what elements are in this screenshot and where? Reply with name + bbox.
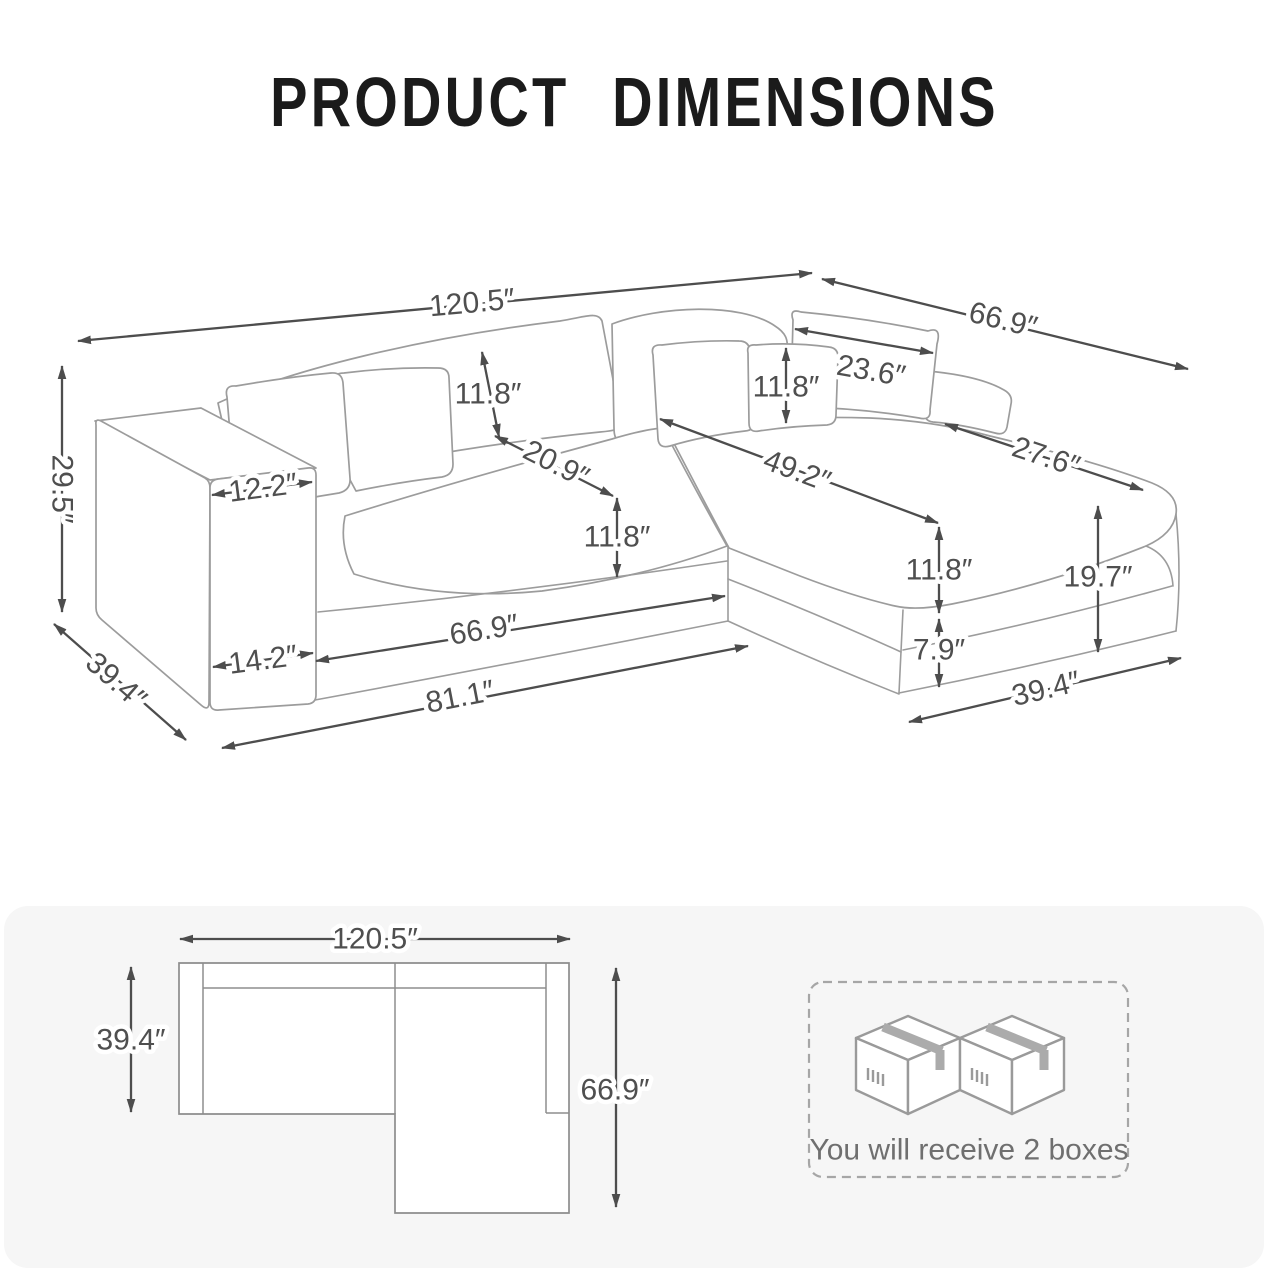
dim-total-width-arrow (77, 269, 813, 345)
shipping-card: You will receive 2 boxes (807, 980, 1130, 1179)
dim-chaise-base-width: 39.4″ (908, 656, 1182, 724)
dim-left-section-width-label: 81.1″ (423, 674, 497, 720)
dim-left-section-width-arrow (221, 644, 749, 750)
dim-toss-pillow-height: 11.8″ (748, 347, 824, 424)
dim-sofa-depth-arrow (53, 623, 187, 741)
floor-plan-outline (178, 962, 570, 1214)
dim-toss-pillow-height-label: 11.8″ (753, 371, 820, 404)
dim-chaise-seat-length-arrow (659, 417, 939, 525)
dim-back-height-label: 29.5″ (46, 454, 79, 523)
dim-toss-pillow-width-arrow (794, 326, 934, 356)
back-pillow-c (651, 340, 756, 448)
plan-dim-chaise-depth: 66.9″ (576, 967, 654, 1208)
dim-arm-top-width-arrow (211, 479, 313, 498)
plan-dim-sofa-depth-label: 39.4″ (96, 1024, 165, 1057)
page-title: PRODUCT DIMENSIONS (269, 63, 999, 141)
chaise-left-bottom-edge (727, 620, 900, 695)
dim-seat-depth-arrow (494, 434, 614, 498)
dim-back-cushion-height-label: 11.8″ (455, 378, 522, 411)
chaise-right-bulge-seam (1145, 545, 1174, 587)
plan-dim-total-width-label: 120.5″ (332, 923, 418, 956)
shipping-card-border (807, 980, 1130, 1179)
chaise-front-corner-edge (898, 609, 904, 694)
plan-dim-sofa-depth: 39.4″ (92, 966, 170, 1113)
dim-chaise-depth-label: 66.9″ (966, 296, 1041, 345)
dim-platform-height-label: 19.7″ (1063, 561, 1132, 594)
dim-chaise-cushion-height: 11.8″ (901, 526, 977, 614)
floor-plan-inner-lines (202, 963, 569, 1114)
plan-dim-total-width: 120.5″ (179, 918, 571, 960)
dim-chaise-cushion-height-label: 11.8″ (906, 554, 973, 587)
dim-base-height: 7.9″ (908, 618, 970, 688)
back-pillow-b (332, 367, 454, 492)
dim-platform-height: 19.7″ (1059, 505, 1137, 653)
plan-dim-chaise-depth-label: 66.9″ (580, 1074, 649, 1107)
dim-chaise-base-width-arrow (908, 656, 1182, 724)
dim-seat-cushion-height-label: 11.8″ (584, 521, 651, 554)
dim-back-height: 29.5″ (41, 365, 83, 613)
dim-back-cushion-height-arrow (480, 351, 501, 438)
dim-chaise-seat-width-arrow (944, 422, 1144, 492)
chaise-left-face-seam (727, 578, 902, 653)
dim-total-width-label: 120.5″ (428, 283, 517, 324)
shipping-note: You will receive 2 boxes (809, 1134, 1128, 1167)
dim-total-width: 120.5″ (77, 269, 813, 345)
left-base-bottom-edge (314, 620, 729, 701)
chaise-right-end-edge (1175, 513, 1180, 632)
floor-plan: 120.5″ 39.4″ 66.9″ (92, 918, 654, 1214)
dim-chaise-base-width-label: 39.4″ (1009, 665, 1084, 713)
dim-seat-width-label: 66.9″ (447, 608, 521, 651)
dim-chaise-depth-arrow (821, 277, 1189, 371)
dim-back-cushion-height: 11.8″ (450, 351, 526, 438)
dim-seat-cushion-height: 11.8″ (579, 497, 655, 578)
page-title-row: PRODUCT DIMENSIONS (0, 62, 1268, 142)
dim-base-height-label: 7.9″ (913, 634, 966, 667)
